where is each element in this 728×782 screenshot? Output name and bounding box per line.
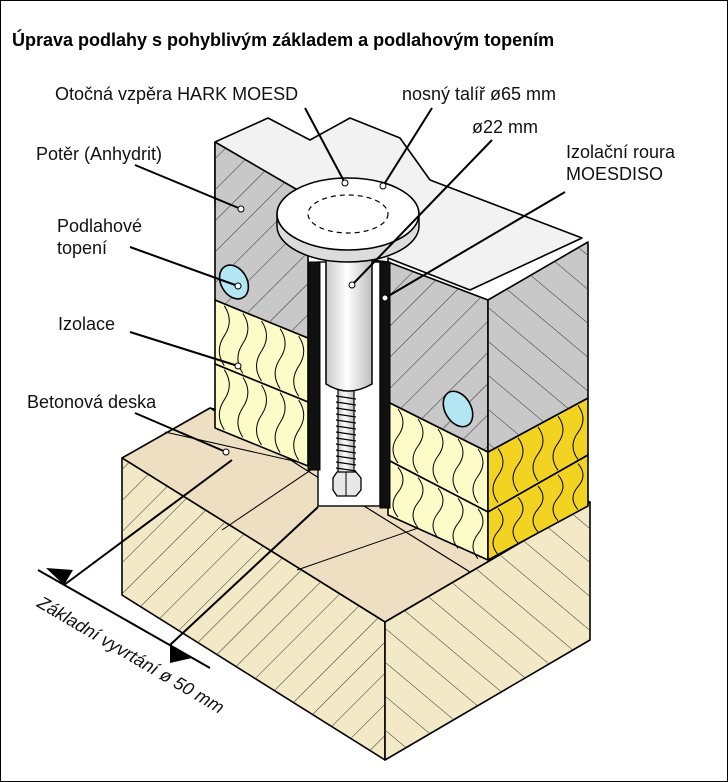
insulation-wave bbox=[552, 415, 564, 471]
insulation-wave bbox=[452, 498, 464, 549]
extension-line bbox=[63, 459, 233, 586]
insulation-wave bbox=[237, 377, 249, 438]
label-heating-line1: Podlahové bbox=[57, 216, 142, 236]
leader-lines bbox=[129, 107, 566, 456]
rod-nut bbox=[332, 471, 362, 497]
insulation-layers bbox=[214, 299, 589, 561]
thread-line bbox=[335, 449, 357, 454]
leader-dot bbox=[234, 362, 242, 370]
insulation-wave bbox=[492, 448, 504, 503]
insulation-wave bbox=[256, 320, 267, 382]
insulation-wave bbox=[293, 399, 305, 461]
insulation-wave bbox=[218, 305, 230, 367]
insulation-wave bbox=[452, 438, 464, 494]
leader-tube bbox=[384, 191, 566, 299]
insulation-wave bbox=[472, 448, 484, 504]
thread-line bbox=[335, 431, 357, 436]
leader-dot bbox=[348, 281, 356, 289]
slab-side-hatch bbox=[385, 502, 590, 760]
thread-line bbox=[335, 413, 357, 418]
label-slab: Betonová deska bbox=[27, 392, 157, 412]
label-heating-line2: topení bbox=[57, 238, 107, 258]
leader-dot bbox=[381, 294, 389, 302]
insulation-wave bbox=[392, 466, 404, 518]
rod-threads bbox=[335, 395, 357, 472]
concrete-slab bbox=[121, 407, 591, 761]
insulation-wave bbox=[432, 487, 444, 539]
support-rod bbox=[325, 239, 373, 392]
insulation-wave bbox=[293, 335, 305, 397]
leader-plate bbox=[382, 107, 433, 187]
label-insulation: Izolace bbox=[58, 314, 115, 334]
insulation-wave-lines bbox=[218, 305, 584, 560]
insulation-wave bbox=[218, 369, 230, 431]
label-tube-line1: Izolační roura bbox=[566, 142, 676, 162]
dimension-arrow bbox=[46, 568, 73, 585]
leader-screed bbox=[134, 164, 242, 210]
screed-side-hatch bbox=[488, 242, 588, 452]
insulation-tube-left bbox=[307, 261, 321, 471]
leader-heating bbox=[129, 246, 239, 287]
heating-pipe-left bbox=[218, 264, 250, 300]
insulation-wave bbox=[256, 384, 267, 446]
thread-line bbox=[335, 443, 357, 448]
slab-front-hatch bbox=[122, 458, 385, 760]
leader-slab bbox=[134, 412, 227, 453]
leader-dot bbox=[379, 182, 387, 190]
thread-line bbox=[335, 467, 357, 472]
thread-line bbox=[335, 395, 357, 400]
insulation-wave bbox=[274, 392, 286, 453]
insulation-tube-right bbox=[379, 261, 391, 509]
dimension-arrow bbox=[170, 645, 192, 663]
insulation-wave bbox=[552, 474, 564, 522]
slab-grid-line bbox=[164, 431, 299, 463]
insulation-wave bbox=[512, 437, 524, 493]
label-screed: Potěr (Anhydrit) bbox=[36, 144, 162, 164]
leader-support bbox=[304, 107, 346, 184]
dimension-drill bbox=[37, 459, 319, 669]
insulation-wave bbox=[572, 463, 584, 510]
bearing-plate-inner bbox=[307, 194, 389, 234]
extension-line bbox=[169, 506, 319, 646]
thread-line bbox=[335, 401, 357, 406]
leader-rod bbox=[351, 139, 493, 286]
insulation-wave bbox=[412, 418, 424, 474]
insulation-wave bbox=[532, 426, 544, 482]
thread-line bbox=[335, 461, 357, 466]
thread-line bbox=[335, 419, 357, 424]
diagram-title: Úprava podlahy s pohyblivým základem a p… bbox=[12, 29, 554, 50]
bearing-plate bbox=[276, 177, 420, 251]
support-assembly bbox=[276, 177, 420, 509]
thread-line bbox=[335, 407, 357, 412]
insulation-wave bbox=[392, 408, 404, 464]
thread-line bbox=[335, 425, 357, 430]
dimension-line bbox=[37, 569, 211, 669]
label-plate: nosný talíř ø65 mm bbox=[402, 84, 556, 104]
label-tube-line2: MOESDISO bbox=[566, 164, 663, 184]
leader-dot bbox=[341, 179, 349, 187]
leader-dot bbox=[222, 448, 230, 456]
insulation-wave bbox=[274, 328, 286, 389]
insulation-wave bbox=[532, 485, 544, 533]
thread-line bbox=[335, 437, 357, 442]
leader-dot bbox=[234, 282, 242, 290]
heating-pipe-right bbox=[442, 390, 474, 428]
insulation-wave bbox=[432, 428, 444, 484]
leader-dot bbox=[237, 205, 245, 213]
label-support: Otočná vzpěra HARK MOESD bbox=[55, 84, 298, 104]
insulation-wave bbox=[472, 508, 484, 560]
label-rod: ø22 mm bbox=[472, 117, 538, 137]
thread-line bbox=[335, 455, 357, 460]
leader-insulation bbox=[129, 331, 239, 367]
insulation-wave bbox=[512, 496, 524, 544]
insulation-wave bbox=[492, 508, 504, 555]
insulation-wave bbox=[572, 405, 584, 460]
insulation-wave bbox=[412, 477, 424, 528]
